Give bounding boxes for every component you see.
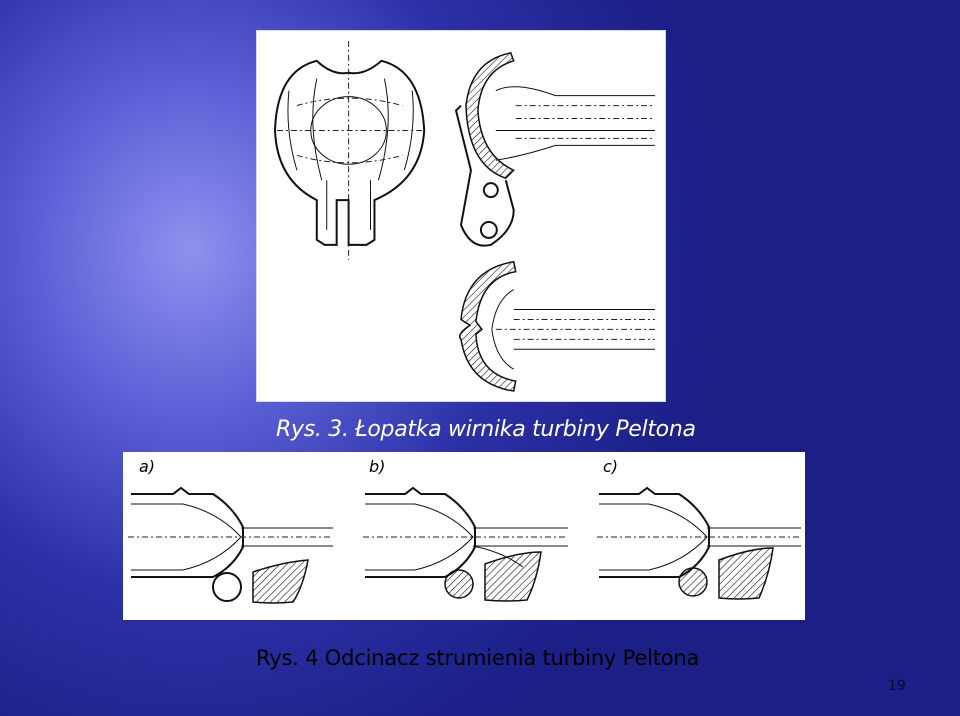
panel-a-label: a)	[139, 457, 155, 476]
jet-deflector-figure: a) b) c)	[123, 452, 805, 620]
bucket-top-view	[458, 260, 655, 392]
pelton-bucket-drawing	[274, 40, 655, 392]
bucket-front-view	[274, 40, 426, 260]
jet-deflector-drawing: a) b) c)	[128, 457, 801, 604]
page-number: 19	[888, 678, 906, 694]
pelton-bucket-figure	[256, 30, 666, 402]
panel-b: b)	[363, 457, 568, 602]
figure-3-caption: Rys. 3. Łopatka wirnika turbiny Peltona	[276, 417, 696, 442]
panel-b-label: b)	[369, 457, 385, 476]
panel-a: a)	[128, 457, 333, 604]
figure-4-caption: Rys. 4 Odcinacz strumienia turbiny Pelto…	[256, 646, 700, 670]
panel-c: c)	[597, 457, 801, 600]
bucket-side-view	[454, 52, 655, 247]
panel-c-label: c)	[603, 457, 618, 476]
